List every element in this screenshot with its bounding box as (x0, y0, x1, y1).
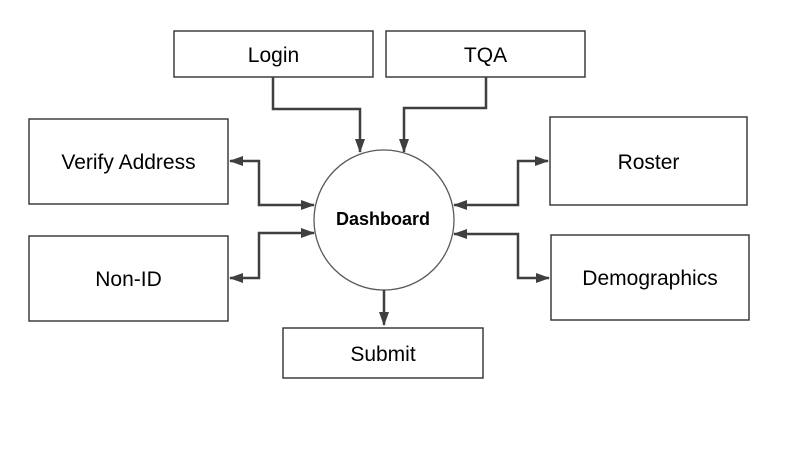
non-id-box (28, 235, 229, 322)
node-non-id: Non-ID (28, 235, 229, 322)
non-id-label: Non-ID (95, 268, 162, 291)
submit-label: Submit (350, 343, 416, 366)
tqa-box (385, 30, 586, 78)
node-tqa: TQA (385, 30, 586, 78)
demographics-box (550, 234, 750, 321)
node-verify-address: Verify Address (28, 118, 229, 205)
node-demographics: Demographics (550, 234, 750, 321)
tqa-label: TQA (464, 44, 507, 67)
demographics-label: Demographics (582, 267, 717, 290)
submit-box (282, 327, 484, 379)
roster-label: Roster (618, 151, 680, 174)
verify-address-label: Verify Address (61, 151, 195, 174)
node-roster: Roster (549, 116, 748, 206)
connector-verify-address-dashboard (229, 156, 315, 210)
connector-login-dashboard (271, 77, 365, 153)
login-box (173, 30, 374, 78)
connector-dashboard-demographics (453, 229, 550, 283)
node-login: Login (173, 30, 374, 78)
verify-address-box (28, 118, 229, 205)
connector-dashboard-roster (453, 156, 549, 210)
connector-tqa-dashboard (399, 77, 488, 153)
connector-non-id-dashboard (229, 228, 315, 283)
login-label: Login (248, 44, 299, 67)
roster-box (549, 116, 748, 206)
node-submit: Submit (282, 327, 484, 379)
dashboard-label: Dashboard (336, 209, 430, 229)
